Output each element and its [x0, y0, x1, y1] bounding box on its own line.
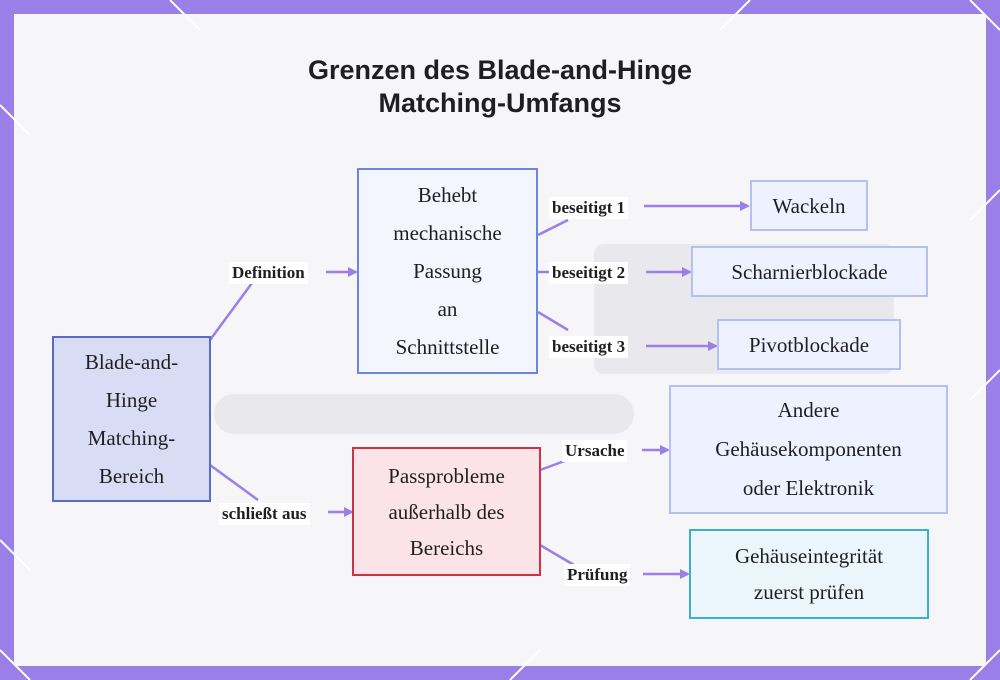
node-text: Passprobleme [388, 463, 505, 488]
node-text: an [437, 297, 458, 321]
node-fix: Behebt mechanische Passung an Schnittste… [357, 168, 538, 374]
node-wobble: Wackeln [750, 180, 868, 231]
node-exclude: Passprobleme außerhalb des Bereichs [352, 447, 541, 576]
edge-label-cause: Ursache [562, 440, 628, 462]
node-hinge-block: Scharnierblockade [691, 246, 928, 297]
node-text: Andere [777, 398, 840, 422]
node-pivot-block: Pivotblockade [717, 319, 901, 370]
edge-label-fixes2: beseitigt 2 [549, 262, 629, 284]
node-text: Gehäuseintegrität [734, 544, 884, 568]
edge-excludes [209, 463, 259, 502]
node-text: Wackeln [772, 193, 846, 218]
edge-label-fixes1: beseitigt 1 [549, 197, 629, 219]
node-text: zuerst prüfen [753, 580, 865, 604]
node-text: Bereichs [409, 535, 484, 560]
node-text: Gehäusekomponenten [715, 437, 902, 461]
edge-label-fixes3: beseitigt 3 [549, 336, 629, 358]
node-text: oder Elektronik [742, 476, 875, 500]
node-text: mechanische [393, 221, 502, 245]
title-line: Matching-Umfangs [378, 88, 622, 118]
node-other-components: Andere Gehäusekomponenten oder Elektroni… [669, 385, 948, 514]
edge-label-check: Prüfung [564, 564, 631, 586]
node-text: Hinge [105, 388, 158, 412]
node-text: Behebt [417, 183, 478, 207]
node-text: Blade-and- [84, 350, 179, 374]
node-text: außerhalb des [388, 499, 505, 524]
edge-label-excludes: schließt aus [219, 503, 310, 525]
node-root: Blade-and- Hinge Matching- Bereich [52, 336, 211, 502]
node-text: Schnittstelle [395, 335, 500, 359]
node-text: Pivotblockade [748, 332, 870, 357]
edge-fixes1 [537, 218, 569, 237]
edge-check [539, 543, 575, 567]
diagram-title: Grenzen des Blade-and-Hinge Matching-Umf… [0, 54, 1000, 120]
node-text: Passung [413, 259, 482, 283]
node-text: Matching- [87, 426, 176, 450]
edge-definition [208, 282, 254, 341]
node-check-housing: Gehäuseintegrität zuerst prüfen [689, 529, 929, 619]
edge-fixes3 [537, 310, 569, 332]
node-text: Scharnierblockade [731, 259, 888, 284]
node-text: Bereich [98, 464, 165, 488]
background-photo-shape [214, 394, 634, 434]
title-line: Grenzen des Blade-and-Hinge [307, 55, 693, 85]
edge-label-definition: Definition [229, 262, 308, 284]
